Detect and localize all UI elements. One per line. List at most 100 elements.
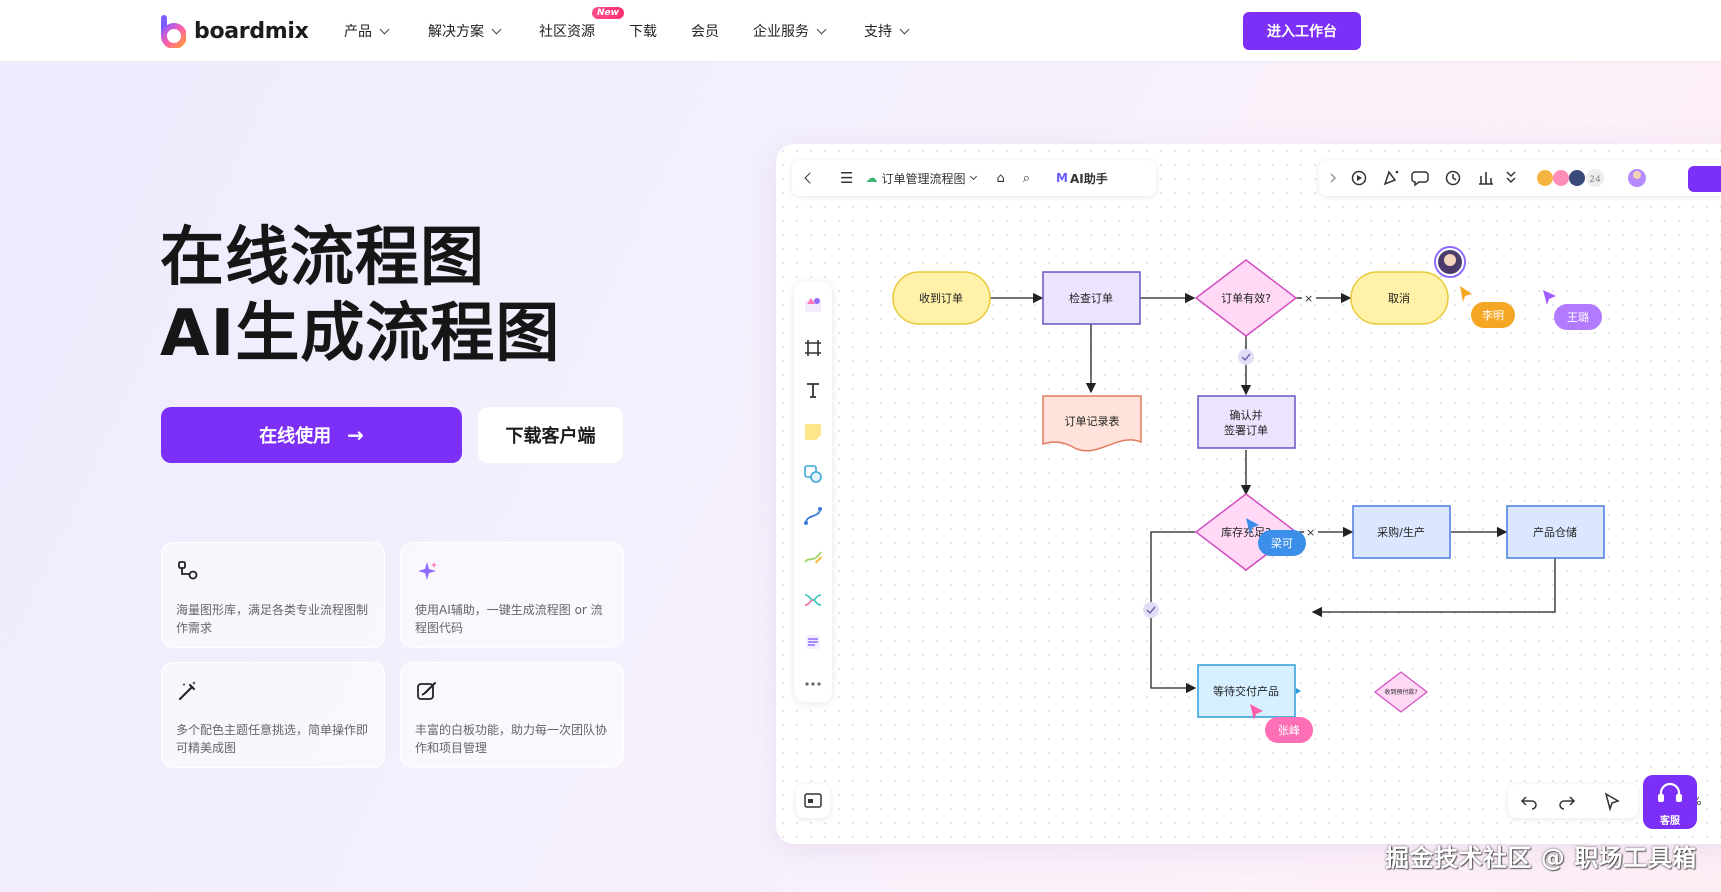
svg-text:订单有效?: 订单有效? xyxy=(1221,291,1271,305)
node-start[interactable]: 收到订单 xyxy=(892,271,991,325)
ai-assistant-icon: M xyxy=(1056,171,1068,185)
node-warehouse[interactable]: 产品仓储 xyxy=(1506,505,1605,559)
nav-item-membership[interactable]: 会员 xyxy=(691,21,719,41)
svg-text:收到订单: 收到订单 xyxy=(919,291,963,305)
node-prepaid[interactable]: 收到预付款? xyxy=(1374,671,1428,713)
chevron-down-icon xyxy=(491,24,502,34)
timer-icon xyxy=(1445,170,1461,186)
redo-icon xyxy=(1559,796,1576,810)
download-client-button[interactable]: 下载客户端 xyxy=(478,407,623,463)
tag-icon[interactable]: ⌂ xyxy=(996,170,1005,186)
cloud-sync-icon: ☁ xyxy=(865,171,878,185)
nav-item-community[interactable]: 社区资源 xyxy=(539,21,595,41)
svg-text:采购/生产: 采购/生产 xyxy=(1377,525,1425,539)
feature-text: 丰富的白板功能，助力每一次团队协作和项目管理 xyxy=(415,723,608,755)
svg-text:库存充足?: 库存充足? xyxy=(1221,525,1271,539)
node-check-order[interactable]: 检查订单 xyxy=(1042,271,1141,325)
connector-icon[interactable] xyxy=(803,506,823,526)
enter-workspace-button[interactable]: 进入工作台 xyxy=(1243,12,1361,50)
whiteboard-canvas[interactable]: ☰ ☁ 订单管理流程图 ⌂ ⌕ M AI助手 24 xyxy=(776,144,1721,844)
node-order-valid[interactable]: 订单有效? xyxy=(1194,259,1298,337)
shape-tool-icon[interactable] xyxy=(803,464,823,484)
svg-text:确认并: 确认并 xyxy=(1230,408,1263,422)
svg-text:张峰: 张峰 xyxy=(1278,724,1300,737)
svg-text:产品仓储: 产品仓储 xyxy=(1533,525,1577,539)
nav-label: 解决方案 xyxy=(428,24,484,40)
svg-text:梁可: 梁可 xyxy=(1271,536,1293,550)
minimap-button[interactable] xyxy=(796,784,830,818)
svg-text:检查订单: 检查订单 xyxy=(1069,291,1113,305)
magic-wand-icon xyxy=(179,681,196,700)
node-confirm-sign[interactable]: 确认并 签署订单 xyxy=(1197,395,1296,449)
nav-label: 企业服务 xyxy=(753,24,809,40)
nav-label: 会员 xyxy=(691,24,719,40)
frame-icon[interactable] xyxy=(803,338,823,358)
svg-text:取消: 取消 xyxy=(1388,291,1410,305)
document-title[interactable]: 订单管理流程图 xyxy=(881,171,966,186)
feature-card-shapes: 海量图形库，满足各类专业流程图制作需求 xyxy=(161,542,385,648)
search-icon[interactable]: ⌕ xyxy=(1022,170,1031,186)
sticky-note-icon[interactable] xyxy=(803,422,823,442)
template-icon[interactable] xyxy=(803,294,823,314)
boardmix-logo-icon xyxy=(161,15,186,48)
collaborator-cursor-liming: 李明 xyxy=(1434,246,1515,328)
chevron-down-icon xyxy=(379,24,390,34)
share-button[interactable] xyxy=(1688,166,1721,192)
feature-text: 使用AI辅助，一键生成流程图 or 流程图代码 xyxy=(415,603,603,635)
flow-connectors xyxy=(990,292,1556,694)
headset-icon xyxy=(1658,782,1682,802)
celebrate-icon xyxy=(1383,170,1397,186)
table-icon[interactable] xyxy=(803,632,823,652)
chevron-right-icon xyxy=(1330,173,1337,183)
hero-title: 在线流程图 AI生成流程图 xyxy=(160,220,560,372)
collaborator-cursor-zhangfeng: 张峰 xyxy=(1250,704,1313,743)
nav-item-product[interactable]: 产品 xyxy=(344,21,390,41)
nav-item-download[interactable]: 下载 xyxy=(629,21,657,41)
play-icon xyxy=(1351,170,1367,186)
no-branch-mark: × xyxy=(1304,292,1313,305)
node-order-record[interactable]: 订单记录表 xyxy=(1042,395,1142,452)
collaborator-count: 24 xyxy=(1589,175,1601,185)
customer-service-button[interactable]: 客服 xyxy=(1643,775,1697,829)
svg-text:订单记录表: 订单记录表 xyxy=(1065,414,1120,428)
collaborator-cursor-wanglu: 王璐 xyxy=(1543,290,1602,330)
node-wait-delivery[interactable]: 等待交付产品 xyxy=(1197,664,1301,718)
collaborator-cursor-liangke: 梁可 xyxy=(1246,518,1306,556)
collaborator-avatar xyxy=(1569,170,1585,186)
editor-toolbar-left: ☰ ☁ 订单管理流程图 ⌂ ⌕ M AI助手 xyxy=(792,160,1156,196)
yes-branch-mark xyxy=(1238,349,1254,365)
node-purchase-produce[interactable]: 采购/生产 xyxy=(1352,505,1451,559)
svg-text:等待交付产品: 等待交付产品 xyxy=(1213,684,1279,698)
sparkle-icon xyxy=(418,562,437,580)
comment-icon xyxy=(1411,171,1429,187)
nav-item-support[interactable]: 支持 xyxy=(864,21,910,41)
undo-icon xyxy=(1520,796,1537,810)
no-branch-mark: × xyxy=(1306,526,1315,539)
collaborator-avatar xyxy=(1537,170,1553,186)
feature-card-themes: 多个配色主题任意挑选，简单操作即可精美成图 xyxy=(161,662,385,768)
ai-assistant-button[interactable]: AI助手 xyxy=(1069,171,1108,186)
yes-branch-mark xyxy=(1143,602,1159,618)
nav-item-enterprise[interactable]: 企业服务 xyxy=(753,21,827,41)
nav-label: 社区资源 xyxy=(539,24,595,40)
more-tools-icon[interactable] xyxy=(803,674,823,694)
feature-text: 多个配色主题任意挑选，简单操作即可精美成图 xyxy=(176,723,369,755)
flowchart-icon xyxy=(178,561,198,580)
minimap-icon xyxy=(804,793,822,808)
nav-label: 支持 xyxy=(864,24,892,40)
feature-card-ai: 使用AI辅助，一键生成流程图 or 流程图代码 xyxy=(400,542,624,648)
use-online-button[interactable]: 在线使用 → xyxy=(161,407,462,463)
text-tool-icon[interactable] xyxy=(803,380,823,400)
collaborator-avatar xyxy=(1553,170,1569,186)
svg-text:李明: 李明 xyxy=(1482,308,1504,322)
history-controls xyxy=(1508,784,1638,818)
edit-board-icon xyxy=(417,682,436,700)
brand-logo[interactable]: boardmix xyxy=(160,14,309,48)
svg-text:签署订单: 签署订单 xyxy=(1224,423,1268,437)
pen-icon[interactable] xyxy=(803,548,823,568)
feature-text: 海量图形库，满足各类专业流程图制作需求 xyxy=(176,603,369,635)
node-cancel[interactable]: 取消 xyxy=(1350,271,1449,325)
mindmap-icon[interactable] xyxy=(803,590,823,610)
nav-item-solutions[interactable]: 解决方案 xyxy=(428,21,502,41)
menu-icon[interactable]: ☰ xyxy=(840,169,854,187)
